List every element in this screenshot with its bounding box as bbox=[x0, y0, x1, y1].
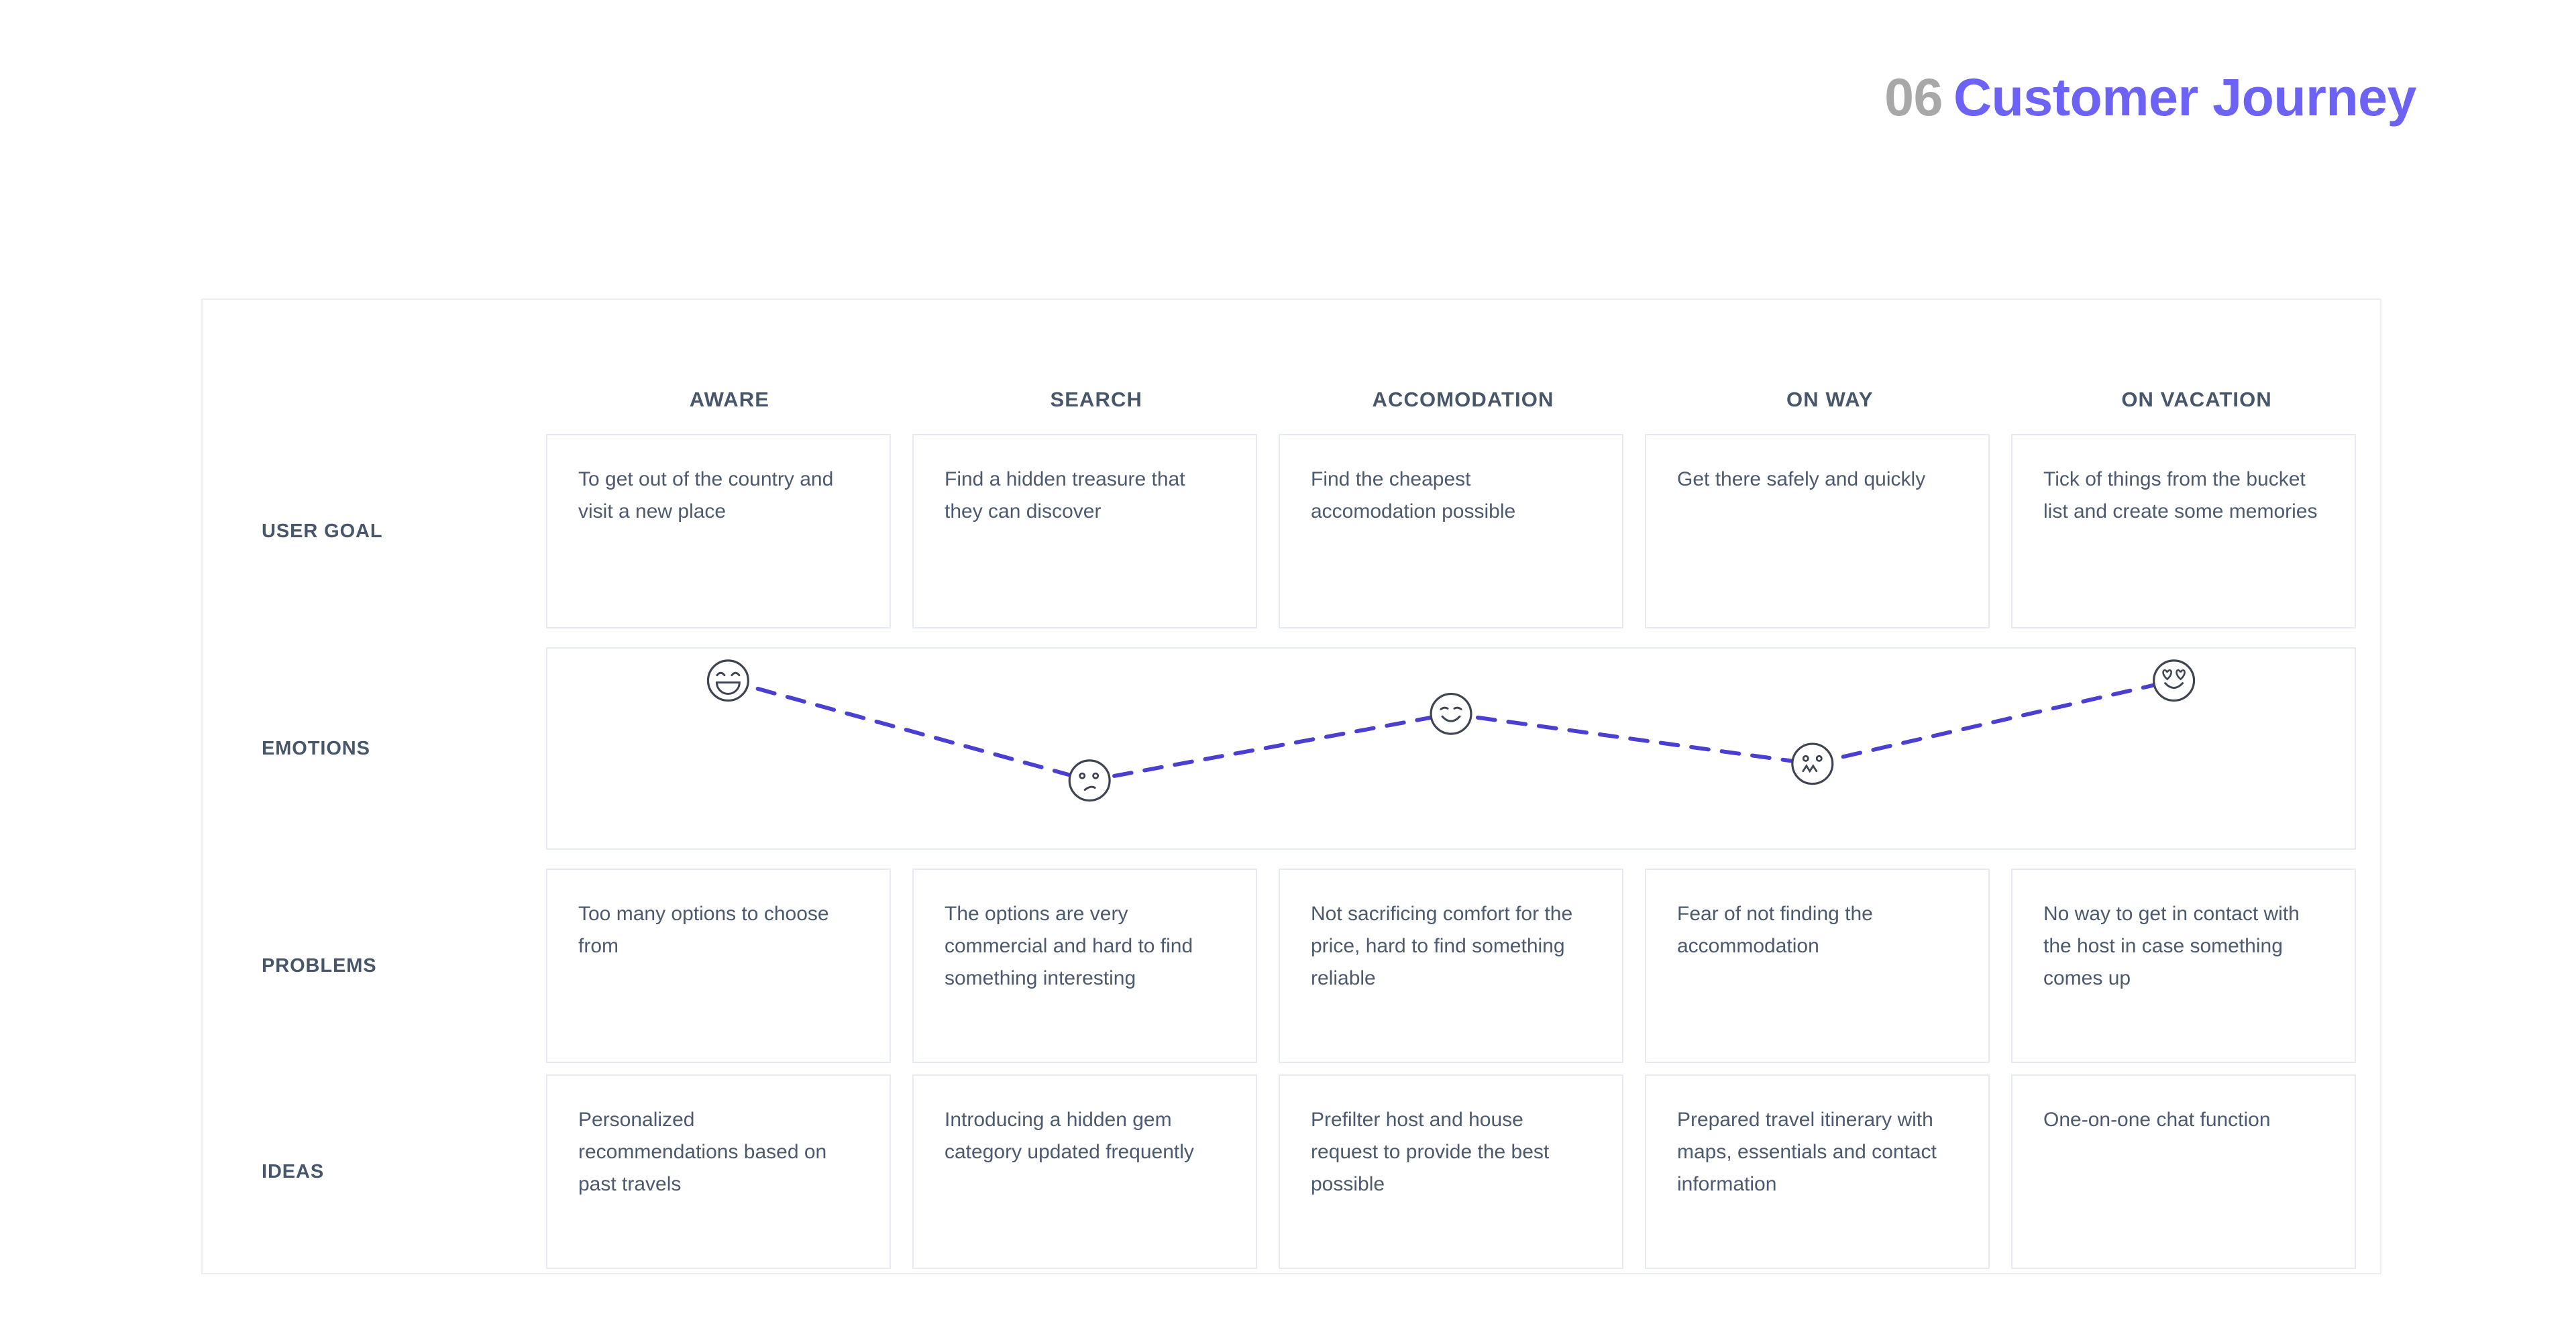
row-user-goal: USER GOAL To get out of the country and … bbox=[203, 434, 2380, 628]
card-user-goal-search[interactable]: Find a hidden treasure that they can dis… bbox=[912, 434, 1257, 628]
card-text: Get there safely and quickly bbox=[1677, 468, 1926, 490]
card-user-goal-accomodation[interactable]: Find the cheapest accomodation possible bbox=[1279, 434, 1623, 628]
card-user-goal-on-way[interactable]: Get there safely and quickly bbox=[1645, 434, 1990, 628]
heart-eyes-face-icon[interactable] bbox=[2153, 659, 2196, 702]
row-cells-user-goal: To get out of the country and visit a ne… bbox=[546, 434, 2380, 628]
row-emotions: EMOTIONS bbox=[203, 647, 2380, 850]
row-label-ideas: IDEAS bbox=[262, 1160, 325, 1182]
card-text: Prepared travel itinerary with maps, ess… bbox=[1677, 1109, 1937, 1195]
card-problems-aware[interactable]: Too many options to choose from bbox=[546, 869, 891, 1063]
page-title-number: 06 bbox=[1884, 67, 1943, 127]
content-smiling-face-icon[interactable] bbox=[1430, 692, 1472, 735]
card-ideas-on-vacation[interactable]: One-on-one chat function bbox=[2011, 1074, 2356, 1269]
page-title-text: Customer Journey bbox=[1953, 67, 2417, 127]
card-text: Find a hidden treasure that they can dis… bbox=[945, 468, 1185, 522]
stage-header-aware: AWARE bbox=[689, 388, 769, 411]
card-text: Introducing a hidden gem category update… bbox=[945, 1109, 1194, 1163]
card-text: The options are very commercial and hard… bbox=[945, 903, 1193, 989]
card-text: Too many options to choose from bbox=[578, 903, 829, 957]
card-text: Find the cheapest accomodation possible bbox=[1311, 468, 1516, 522]
card-problems-on-vacation[interactable]: No way to get in contact with the host i… bbox=[2011, 869, 2356, 1063]
card-ideas-search[interactable]: Introducing a hidden gem category update… bbox=[912, 1074, 1257, 1269]
grinning-face-icon[interactable] bbox=[706, 659, 749, 702]
card-text: One-on-one chat function bbox=[2043, 1109, 2271, 1131]
row-ideas: IDEAS Personalized recommendations based… bbox=[203, 1074, 2380, 1269]
row-label-problems: PROBLEMS bbox=[262, 954, 377, 977]
stage-header-cells: AWARE SEARCH ACCOMODATION ON WAY ON VACA… bbox=[546, 300, 2380, 434]
stage-header-on-way: ON WAY bbox=[1786, 388, 1874, 411]
card-ideas-on-way[interactable]: Prepared travel itinerary with maps, ess… bbox=[1645, 1074, 1990, 1269]
row-label-user-goal: USER GOAL bbox=[262, 520, 383, 542]
row-problems: PROBLEMS Too many options to choose from… bbox=[203, 869, 2380, 1063]
confused-frowning-face-icon[interactable] bbox=[1068, 759, 1111, 802]
stage-header-row: AWARE SEARCH ACCOMODATION ON WAY ON VACA… bbox=[203, 300, 2380, 434]
row-label-emotions: EMOTIONS bbox=[262, 737, 370, 759]
card-text: Tick of things from the bucket list and … bbox=[2043, 468, 2318, 522]
stage-header-accomodation: ACCOMODATION bbox=[1372, 388, 1554, 411]
card-text: Not sacrificing comfort for the price, h… bbox=[1311, 903, 1573, 989]
card-ideas-aware[interactable]: Personalized recommendations based on pa… bbox=[546, 1074, 891, 1269]
stage-header-on-vacation: ON VACATION bbox=[2121, 388, 2272, 411]
card-text: Prefilter host and house request to prov… bbox=[1311, 1109, 1550, 1195]
card-text: To get out of the country and visit a ne… bbox=[578, 468, 834, 522]
stage-header-search: SEARCH bbox=[1050, 388, 1142, 411]
card-ideas-accomodation[interactable]: Prefilter host and house request to prov… bbox=[1279, 1074, 1623, 1269]
card-problems-on-way[interactable]: Fear of not finding the accommodation bbox=[1645, 869, 1990, 1063]
worried-zigzag-mouth-face-icon[interactable] bbox=[1791, 742, 1834, 785]
card-user-goal-aware[interactable]: To get out of the country and visit a ne… bbox=[546, 434, 891, 628]
row-cells-ideas: Personalized recommendations based on pa… bbox=[546, 1074, 2380, 1269]
customer-journey-map: AWARE SEARCH ACCOMODATION ON WAY ON VACA… bbox=[201, 298, 2381, 1274]
emotions-chart-panel bbox=[546, 647, 2356, 850]
card-text: No way to get in contact with the host i… bbox=[2043, 903, 2300, 989]
emotion-journey-line-chart bbox=[706, 659, 2196, 802]
header-label-spacer bbox=[203, 300, 546, 434]
card-text: Fear of not finding the accommodation bbox=[1677, 903, 1873, 957]
row-cells-problems: Too many options to choose from The opti… bbox=[546, 869, 2380, 1063]
card-problems-search[interactable]: The options are very commercial and hard… bbox=[912, 869, 1257, 1063]
card-user-goal-on-vacation[interactable]: Tick of things from the bucket list and … bbox=[2011, 434, 2356, 628]
card-problems-accomodation[interactable]: Not sacrificing comfort for the price, h… bbox=[1279, 869, 1623, 1063]
card-text: Personalized recommendations based on pa… bbox=[578, 1109, 827, 1195]
